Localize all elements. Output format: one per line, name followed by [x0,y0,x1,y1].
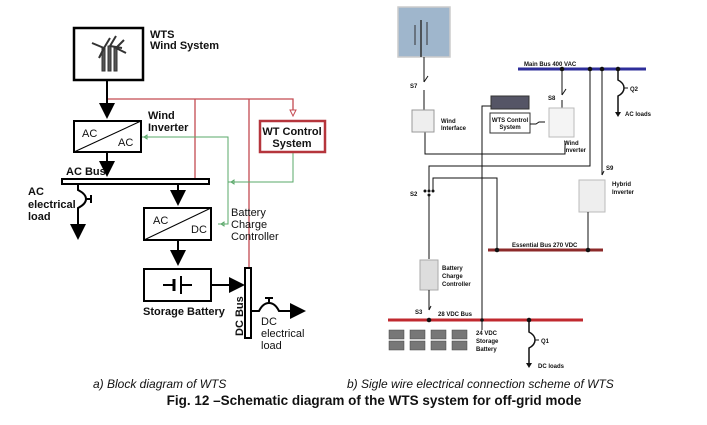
s2-label: S2 [410,192,418,198]
ac-load-label-1: AC [28,186,44,198]
block-diagram: WTS Wind System AC AC Wind Inverter WT C… [28,26,327,352]
wt-control-box [258,119,327,154]
control-wires [107,98,294,268]
signal-arrow-icon [143,134,148,140]
switch-s7-icon [423,75,429,83]
wind-inverter-label-1: Wind [148,110,175,122]
bcc-label-3: Controller [442,282,471,288]
s8-label: S8 [548,96,556,102]
dc-load-label-3: load [261,340,282,352]
dc-load-label-1: DC [261,316,277,328]
bcc-label-1: Battery [442,266,463,272]
charger-in-label: AC [153,215,168,227]
wiring-scheme: S7 S8 Wind Interface WTS Control System … [388,6,652,370]
dc-bus-bar [244,267,252,339]
wts-subtitle: Wind System [150,40,219,52]
control-arrow-icon [289,109,297,118]
control-link [530,121,545,125]
dc-bus-label: 28 VDC Bus [438,312,473,318]
s9-label: S9 [606,166,614,172]
hybrid-label-2: Inverter [612,190,635,196]
switch-s3-icon [428,305,432,311]
bcc-label-3: Controller [231,231,279,243]
wind-turbine-icon [91,35,127,72]
main-bus-label: Main Bus 400 VAC [524,62,577,68]
bcc-label-2: Charge [231,219,267,231]
storage-label-1: 24 VDC [476,331,498,337]
junction-dot [585,247,591,253]
junction-dot [494,247,500,253]
ac-bus-label: AC Bus [66,166,106,178]
wts-control-box [489,112,531,134]
battery-bank-icon [388,329,468,351]
wind-inverter-label-1: Wind [564,141,579,147]
inverter-out-label: AC [118,137,133,149]
black-wires [423,57,566,155]
wts-control-label-1: WTS Control [492,118,529,124]
q2-label: Q2 [630,87,639,93]
wind-interface-label-2: Interface [441,126,467,132]
charger-out-label: DC [191,224,207,236]
control-label-2: System [272,138,311,150]
subcaption-a: a) Block diagram of WTS [93,377,226,391]
bcc-label-2: Charge [442,274,463,280]
control-feed-wire [481,105,491,330]
control-unit-device [490,95,530,110]
junction-dot [559,66,565,72]
dc-loads-arrow-icon [526,363,532,368]
wts-control-label-2: System [499,125,520,131]
bcc-device [419,259,439,291]
ac-loads-label: AC loads [625,112,652,118]
switch-s9-icon [601,170,605,176]
essential-bus-label: Essential Bus 270 VDC [512,243,578,249]
s7-label: S7 [410,84,418,90]
wind-interface-device [411,109,435,133]
ac-bus-bar [61,178,210,185]
wind-inverter-device [548,107,575,138]
dc-loads-feeder [528,320,536,364]
ac-load-label-2: electrical [28,199,76,211]
converter-diagonal [73,120,142,153]
inverter-in-label: AC [82,128,97,140]
battery-icon [163,276,192,294]
figure-caption: Fig. 12 –Schematic diagram of the WTS sy… [167,393,582,408]
main-to-s2-wire [428,69,591,190]
junction-dot [426,317,432,323]
storage-label-2: Storage [476,339,499,345]
switch-s8-icon [561,88,567,96]
bcc-label-1: Battery [231,207,266,219]
dc-loads-label: DC loads [538,364,565,370]
storage-battery-box [143,268,212,302]
wind-interface-label-1: Wind [441,119,456,125]
wind-turbine-photo [397,6,451,58]
dc-bus-label: DC Bus [234,296,246,336]
wind-inverter-label-2: Inverter [564,148,587,154]
ac-load-feeder [70,184,88,240]
wts-title: WTS [150,29,174,41]
signal-wires [141,136,294,225]
ac-loads-feeder [617,69,625,113]
storage-label: Storage Battery [143,306,226,318]
s3-label: S3 [415,310,423,316]
hybrid-label-1: Hybrid [612,182,631,188]
wind-inverter-label-2: Inverter [148,122,189,134]
subcaption-b: b) Sigle wire electrical connection sche… [347,377,614,391]
control-label-1: WT Control [262,126,321,138]
junction-dot [480,318,484,322]
signal-arrow-icon [220,221,225,227]
turbine-icon [414,20,428,57]
dc-load-label-2: electrical [261,328,304,340]
hybrid-inverter-device [578,179,606,213]
s2-to-essential-wire [432,177,498,250]
q1-label: Q1 [541,339,550,345]
ac-loads-arrow-icon [615,112,621,117]
storage-label-3: Battery [476,347,497,353]
dc-load-feeder [251,301,306,319]
signal-arrow-icon [230,179,235,185]
ac-load-label-3: load [28,211,51,223]
